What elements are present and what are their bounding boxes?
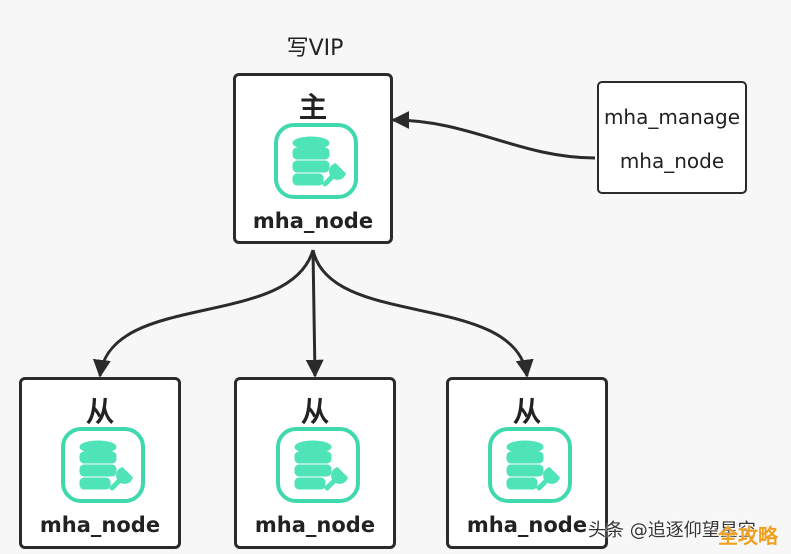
slave-node-3[interactable]: 从 mha_node bbox=[446, 377, 608, 549]
database-tool-icon bbox=[274, 123, 358, 199]
slave-3-role-label: 从 bbox=[512, 395, 541, 428]
slave-3-node-name: mha_node bbox=[466, 513, 588, 537]
manager-box[interactable]: mha_manage mha_node bbox=[597, 81, 747, 194]
master-to-slave-3-arrow bbox=[311, 249, 534, 378]
database-tool-icon bbox=[276, 427, 360, 503]
slave-1-node-name: mha_node bbox=[39, 513, 161, 537]
database-tool-icon bbox=[488, 427, 572, 503]
database-tool-icon bbox=[61, 427, 145, 503]
slave-node-1[interactable]: 从 mha_node bbox=[19, 377, 181, 549]
slave-2-node-name: mha_node bbox=[254, 513, 376, 537]
slave-1-role-label: 从 bbox=[85, 395, 114, 428]
manager-line-2: mha_node bbox=[619, 149, 725, 173]
master-node[interactable]: 主 mha_node bbox=[233, 73, 393, 244]
watermark-text: 头条 @追逐仰望星空 bbox=[588, 520, 756, 541]
slave-2-role-label: 从 bbox=[300, 395, 329, 428]
write-vip-label: 写VIP bbox=[286, 36, 344, 61]
corner-logo: 全攻略 bbox=[718, 524, 778, 548]
slave-node-2[interactable]: 从 mha_node bbox=[234, 377, 396, 549]
manager-line-1: mha_manage bbox=[603, 105, 741, 129]
master-node-name: mha_node bbox=[252, 209, 374, 233]
master-role-label: 主 bbox=[298, 91, 327, 124]
master-to-slave-1-arrow bbox=[92, 249, 315, 378]
manager-to-master-arrow bbox=[391, 111, 596, 160]
master-to-slave-2-arrow bbox=[305, 249, 324, 378]
